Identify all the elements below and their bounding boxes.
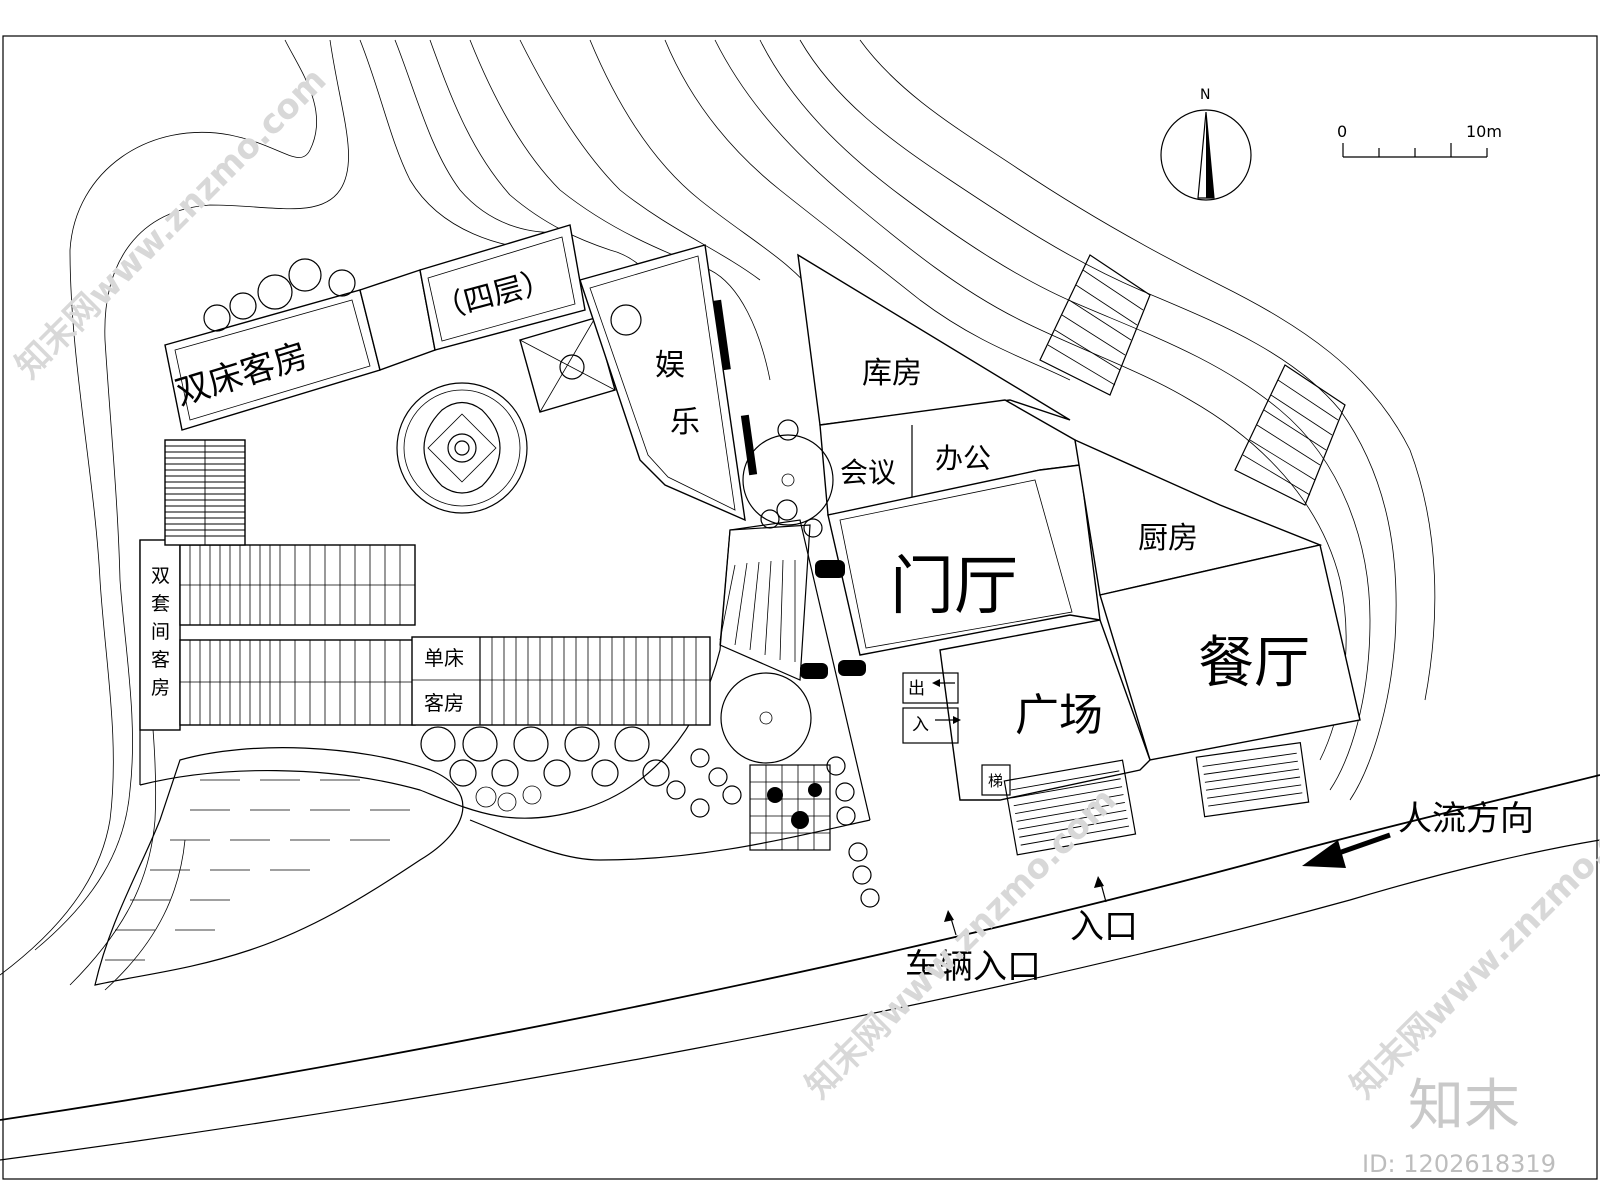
label-entertainment-1: 娱 <box>655 348 685 383</box>
label-enter: 入 <box>912 715 929 735</box>
terrain-contours <box>0 39 1436 991</box>
label-suite-4: 客 <box>151 649 170 671</box>
label-entrance: 入口 <box>1070 907 1138 947</box>
fountain <box>396 382 528 514</box>
label-plaza: 广场 <box>1015 690 1103 741</box>
label-entertainment-2: 乐 <box>670 405 700 440</box>
label-kitchen: 厨房 <box>1138 521 1198 556</box>
north-arrow <box>1160 109 1252 201</box>
label-suite-2: 套 <box>151 593 170 615</box>
label-meeting: 会议 <box>840 456 896 489</box>
label-lobby: 门厅 <box>890 550 1018 624</box>
scale-bar <box>1342 143 1488 158</box>
label-stairs: 梯 <box>988 772 1003 790</box>
label-storage: 库房 <box>862 356 922 391</box>
building-blocks <box>139 224 1361 856</box>
watermark-id: ID: 1202618319 <box>1362 1150 1556 1178</box>
pond <box>94 747 464 986</box>
drawing-frame <box>2 35 1598 1180</box>
label-single-2: 客房 <box>424 691 464 715</box>
trees <box>203 258 880 908</box>
label-suite-5: 房 <box>151 677 170 699</box>
label-office: 办公 <box>935 442 991 475</box>
label-exit: 出 <box>908 679 925 699</box>
entrance-arrows <box>932 679 1107 936</box>
label-suite-3: 间 <box>151 621 170 643</box>
road <box>0 774 1600 1161</box>
label-vehicle-entrance: 车辆入口 <box>905 947 1041 987</box>
label-people-flow: 人流方向 <box>1398 799 1534 839</box>
label-single-1: 单床 <box>424 646 464 670</box>
scale-end-label: 10m <box>1466 122 1502 141</box>
people-flow-arrow <box>1302 832 1391 868</box>
north-label: N <box>1200 87 1210 103</box>
watermark-brand: 知末 <box>1408 1074 1520 1139</box>
label-dining: 餐厅 <box>1198 631 1310 696</box>
label-suite-1: 双 <box>151 565 170 587</box>
scale-start-label: 0 <box>1337 122 1347 141</box>
